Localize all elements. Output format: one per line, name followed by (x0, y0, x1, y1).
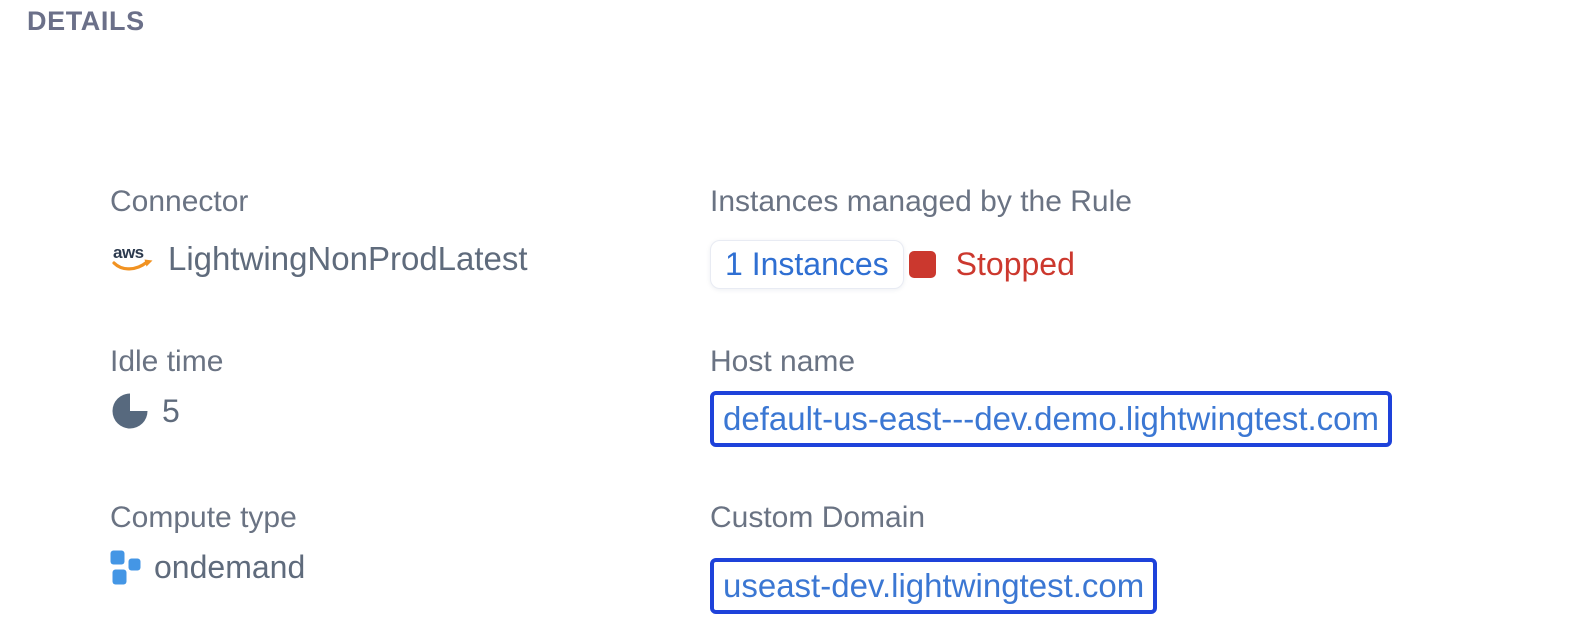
connector-value-line: aws LightwingNonProdLatest (110, 240, 710, 278)
compute-type-blocks-icon (110, 550, 141, 586)
custom-domain-label: Custom Domain (710, 501, 926, 534)
compute-type-label: Compute type (110, 501, 297, 534)
host-name-label: Host name (710, 345, 856, 378)
instances-value-line: 1 Instances Stopped (710, 240, 1580, 289)
instances-label: Instances managed by the Rule (710, 185, 1132, 218)
stopped-status-label: Stopped (955, 246, 1075, 282)
compute-type-value-line: ondemand (110, 549, 710, 586)
instances-count-link[interactable]: 1 Instances (710, 240, 904, 289)
custom-domain-field: Custom Domain useast-dev.lightwingtest.c… (710, 501, 1580, 614)
custom-domain-link[interactable]: useast-dev.lightwingtest.com (710, 558, 1158, 614)
idle-time-pie-icon (110, 391, 150, 431)
idle-time-value-line: 5 (110, 391, 710, 431)
connector-field: Connector aws LightwingNonProdLatest (110, 185, 710, 278)
idle-time-label: Idle time (110, 345, 224, 378)
idle-time-value: 5 (162, 392, 180, 429)
host-name-link[interactable]: default-us-east---dev.demo.lightwingtest… (710, 391, 1393, 447)
details-grid: Connector aws LightwingNonProdLatest Ins… (110, 185, 1580, 614)
idle-time-field: Idle time 5 (110, 345, 710, 431)
instances-field: Instances managed by the Rule 1 Instance… (710, 185, 1580, 289)
details-section-title: DETAILS (27, 6, 145, 36)
custom-domain-value-line: useast-dev.lightwingtest.com (710, 558, 1580, 614)
host-name-value-line: default-us-east---dev.demo.lightwingtest… (710, 391, 1580, 447)
aws-logo-text: aws (113, 243, 144, 262)
aws-icon: aws (110, 241, 156, 277)
compute-type-value: ondemand (154, 549, 306, 585)
compute-type-field: Compute type ondemand (110, 501, 710, 586)
connector-label: Connector (110, 185, 249, 218)
host-name-field: Host name default-us-east---dev.demo.lig… (710, 345, 1580, 447)
stopped-status-icon (908, 251, 936, 278)
connector-value: LightwingNonProdLatest (168, 240, 528, 277)
